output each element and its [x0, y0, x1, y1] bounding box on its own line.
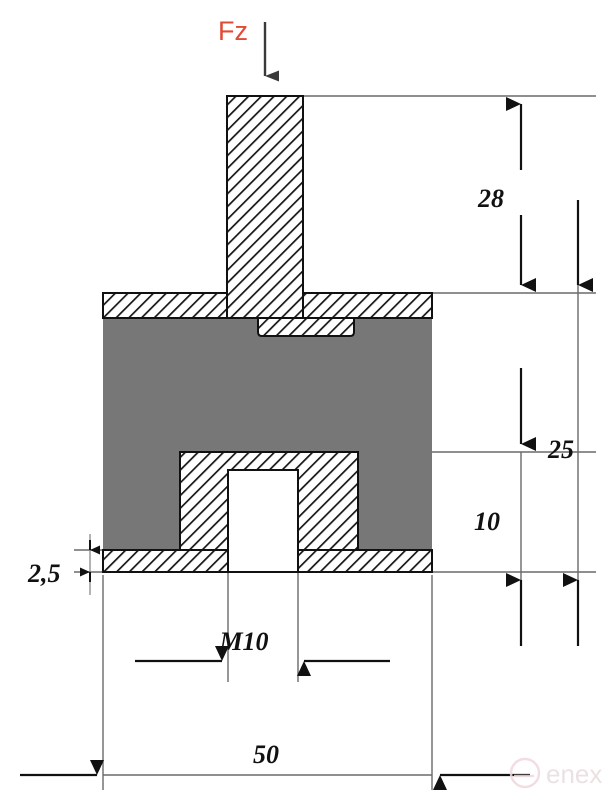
dimension-2-5-label: 2,5	[27, 559, 61, 588]
threaded-bore	[227, 469, 299, 573]
dimension-m10-label: M10	[218, 627, 268, 656]
dimension-2-5: 2,5	[27, 534, 100, 595]
stud-flange	[257, 317, 355, 337]
dimension-28-label: 28	[477, 184, 504, 213]
dimension-10: 10	[474, 368, 536, 646]
bottom-plate-outline	[102, 549, 433, 573]
force-label: Fz	[218, 16, 248, 46]
dimension-25-label: 25	[547, 435, 574, 464]
watermark-label: enex	[546, 759, 602, 789]
dimension-50: 50	[20, 740, 530, 790]
threaded-stud	[226, 95, 304, 319]
dimension-50-label: 50	[253, 740, 279, 769]
dimension-10-label: 10	[474, 507, 500, 536]
dimension-25: 25	[547, 200, 593, 646]
watermark-enex: enex	[509, 757, 602, 789]
watermark-logo-icon	[509, 757, 541, 789]
dimension-28: 28	[477, 97, 536, 292]
dimension-m10: M10	[135, 627, 390, 676]
